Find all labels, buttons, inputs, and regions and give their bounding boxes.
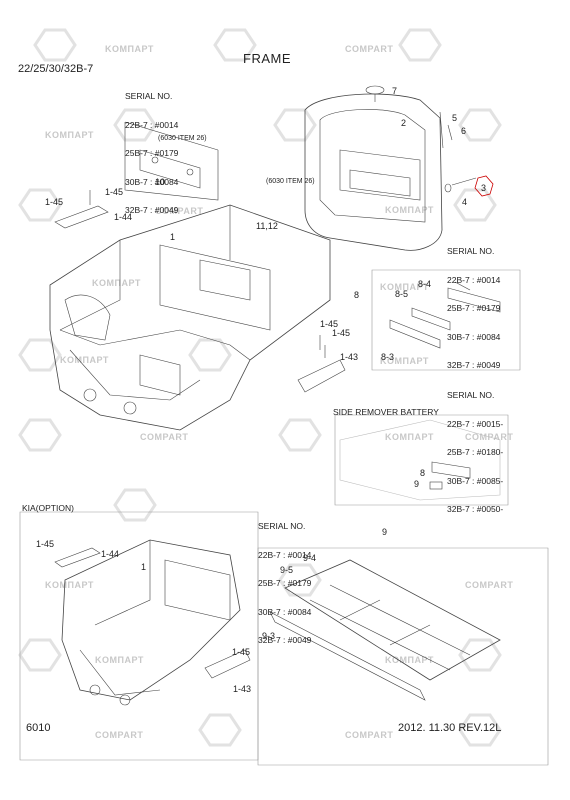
serial-block-right-mid: SERIAL NO. 22B-7 : #0014 25B-7 : #0179 3…	[447, 228, 500, 380]
callout-label: 8-5	[395, 289, 409, 299]
callout-label: 1	[141, 562, 147, 572]
watermark-text: COMPART	[465, 580, 514, 590]
callout-label: 1-45	[45, 197, 64, 207]
revision-date: 2012. 11.30 REV.12L	[398, 722, 502, 734]
watermark-text: KOMПАРТ	[105, 44, 154, 54]
callout-label: 8	[420, 468, 426, 478]
watermark-text: KOMПАРТ	[385, 205, 434, 215]
serial-heading: SERIAL NO.	[125, 91, 173, 101]
serial-line: 25B-7 : #0179	[447, 303, 501, 313]
serial-line: 25B-7 : #0179	[125, 148, 179, 158]
watermark-text: COMPART	[155, 206, 204, 216]
callout-label: 5	[452, 113, 458, 123]
callout-label: 9	[382, 527, 388, 537]
watermark-text: COMPART	[345, 730, 394, 740]
callout-label: 1-45	[332, 328, 351, 338]
callout-label: 1-43	[340, 352, 359, 362]
callout-label: 4	[462, 197, 468, 207]
serial-heading: SERIAL NO.	[447, 246, 495, 256]
watermark-text: KOMПАРТ	[45, 580, 94, 590]
page-title: FRAME	[243, 51, 291, 66]
callout-label: 7	[392, 86, 398, 96]
serial-heading: SERIAL NO.	[447, 390, 495, 400]
side-remover-label: SIDE REMOVER BATTERY	[333, 407, 439, 417]
reference-note: (6030 ITEM 26)	[158, 135, 207, 142]
watermark-text: KOMПАРТ	[95, 655, 144, 665]
watermark-text: KOMПАРТ	[60, 355, 109, 365]
callout-label-highlighted: 3	[481, 183, 487, 193]
serial-block-top-left: SERIAL NO. 22B-7 : #0014 25B-7 : #0179 3…	[125, 73, 178, 225]
page-number: 6010	[26, 722, 51, 734]
watermark-text: KOMПАРТ	[92, 278, 141, 288]
callout-label: 9-3	[262, 631, 276, 641]
serial-line: 32B-7 : #0049	[447, 360, 501, 370]
kia-option-label: KIA(OPTION)	[22, 503, 74, 513]
watermark-text: KOMПАРТ	[45, 130, 94, 140]
callout-label: 9	[414, 479, 420, 489]
callout-label: 1-45	[36, 539, 55, 549]
watermark-text: KOMПАРТ	[385, 655, 434, 665]
serial-line: 22B-7 : #0015-	[447, 418, 504, 429]
callout-label: 1-44	[114, 212, 133, 222]
serial-block-right-low: SERIAL NO. 22B-7 : #0015- 25B-7 : #0180-…	[447, 372, 503, 524]
serial-line: 30B-7 : #0084	[447, 331, 501, 342]
reference-note: (6030 ITEM 26)	[266, 178, 315, 185]
callout-label: 10	[155, 177, 166, 187]
serial-line: 30B-7 : #0084	[125, 176, 179, 187]
model-header: 22/25/30/32B-7	[18, 63, 94, 75]
callout-label: 1-43	[233, 684, 252, 694]
serial-line: 22B-7 : #0014	[258, 549, 312, 560]
callout-label: 1-45	[105, 187, 124, 197]
serial-line: 30B-7 : #0084	[258, 606, 312, 617]
callout-label: 6	[461, 126, 467, 136]
callout-label: 1-45	[232, 647, 251, 657]
watermark-text: COMPART	[95, 730, 144, 740]
serial-heading: SERIAL NO.	[258, 521, 306, 531]
serial-line: 25B-7 : #0180-	[447, 447, 504, 457]
callout-label: 8-4	[418, 279, 432, 289]
callout-label: 2	[401, 118, 407, 128]
watermark-text: KOMПАРТ	[385, 432, 434, 442]
callout-label: 8-3	[381, 352, 395, 362]
callout-label: 9-5	[280, 565, 294, 575]
callout-label: 11,12	[256, 221, 278, 231]
watermark-text: COMPART	[140, 432, 189, 442]
serial-line: 25B-7 : #0179	[258, 578, 312, 588]
serial-line: 22B-7 : #0014	[447, 274, 501, 285]
serial-line: 32B-7 : #0049	[258, 635, 312, 645]
callout-label: 8	[354, 290, 360, 300]
callout-label: 1-44	[101, 549, 120, 559]
serial-line: 30B-7 : #0085-	[447, 475, 504, 486]
serial-line: 32B-7 : #0050-	[447, 504, 504, 514]
serial-line: 22B-7 : #0014	[125, 119, 179, 130]
serial-line: 32B-7 : #0049	[125, 205, 179, 215]
callout-label: 1-45	[320, 319, 339, 329]
callout-label: 1	[170, 232, 176, 242]
watermark-text: KOMПАРТ	[380, 356, 429, 366]
watermark-text: KOMПАРТ	[380, 282, 429, 292]
watermark-text: COMPART	[345, 44, 394, 54]
callout-label: 9-4	[303, 553, 317, 563]
serial-block-bottom: SERIAL NO. 22B-7 : #0014 25B-7 : #0179 3…	[258, 503, 311, 655]
